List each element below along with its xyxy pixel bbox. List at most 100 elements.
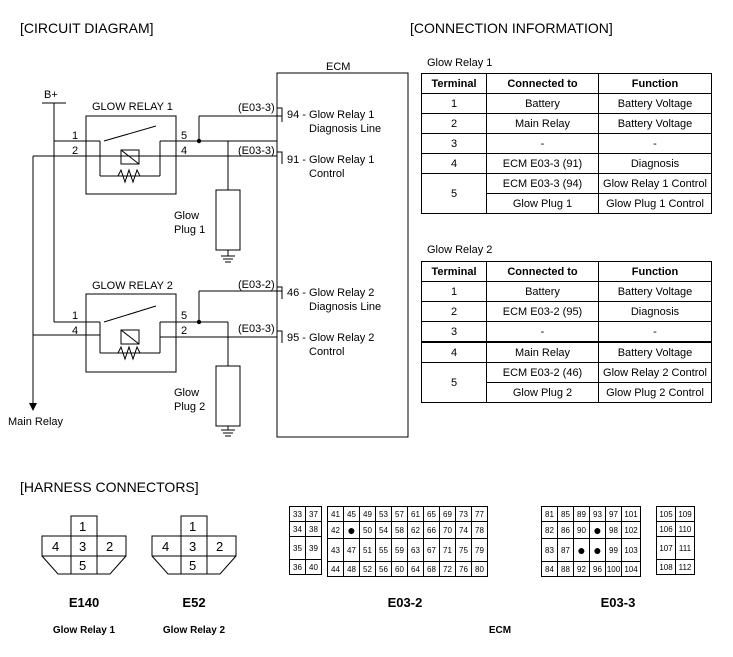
table-cell: Glow Plug 1 (486, 193, 599, 214)
pin-cell: 82 (541, 521, 558, 539)
pin-cell: 109 (675, 506, 695, 522)
pin-cell: 67 (423, 538, 440, 562)
glow-relay-1-label: GLOW RELAY 1 (92, 101, 173, 113)
e03-2-name: E03-2 (387, 595, 423, 610)
pin-cell: 43 (327, 538, 344, 562)
pin-cell-filled: ● (589, 521, 606, 539)
table-cell: Glow Plug 2 Control (598, 382, 712, 403)
main-relay-label: Main Relay (8, 416, 64, 428)
pin-cell: 112 (675, 559, 695, 575)
connector-ref-label: (E03-3) (238, 145, 275, 157)
table-cell: ECM E03-3 (91) (486, 153, 599, 174)
pin-cell: 47 (343, 538, 360, 562)
pin-cell: 104 (621, 561, 641, 577)
e140-pin: 3 (79, 539, 87, 554)
table-cell: ECM E03-3 (94) (486, 173, 599, 194)
ecm-label: ECM (326, 61, 351, 73)
pin-cell: 37 (305, 506, 322, 522)
pin-cell: 59 (391, 538, 408, 562)
table-cell: Battery (486, 281, 599, 302)
table-header: Function (598, 261, 712, 282)
pin-cell: 77 (471, 506, 488, 522)
pin-cell: 60 (391, 561, 408, 577)
e140-pin: 2 (106, 539, 114, 554)
pin-cell: 55 (375, 538, 392, 562)
pin-cell: 79 (471, 538, 488, 562)
circuit-diagram (29, 72, 409, 438)
table-cell: 1 (421, 93, 487, 114)
pin-cell: 102 (621, 521, 641, 539)
pin-cell: 110 (675, 521, 695, 537)
table-cell: Battery Voltage (598, 341, 712, 363)
pin-cell-filled: ● (573, 538, 590, 562)
table2-title: Glow Relay 2 (427, 244, 493, 256)
relay2-pin-label: 2 (181, 325, 188, 337)
table-cell: Glow Plug 1 Control (598, 193, 712, 214)
pin-cell: 41 (327, 506, 344, 522)
e140-pin: 4 (52, 539, 60, 554)
pin-cell: 70 (439, 521, 456, 539)
e140-pin: 1 (79, 519, 87, 534)
table-cell: Glow Plug 2 (486, 382, 599, 403)
e52-pin: 5 (189, 558, 197, 573)
pin-cell: 89 (573, 506, 590, 522)
pin-cell: 80 (471, 561, 488, 577)
e52-pin: 1 (189, 519, 197, 534)
table-cell: Battery Voltage (598, 281, 712, 302)
table-cell: 5 (421, 362, 487, 403)
e52-pin: 3 (189, 539, 197, 554)
table-cell: Main Relay (486, 341, 599, 363)
table-cell: 3 (421, 321, 487, 343)
pin-cell: 33 (289, 506, 306, 522)
pin-cell: 65 (423, 506, 440, 522)
table-header: Terminal (421, 73, 487, 94)
e52-name: E52 (182, 595, 206, 610)
harness-connectors-heading: [HARNESS CONNECTORS] (20, 479, 199, 495)
pin-cell: 36 (289, 559, 306, 575)
table-cell: ECM E03-2 (95) (486, 301, 599, 322)
pin-cell: 75 (455, 538, 472, 562)
table-cell: 1 (421, 281, 487, 302)
circuit-diagram-heading: [CIRCUIT DIAGRAM] (20, 20, 154, 36)
table-cell: Diagnosis (598, 153, 712, 174)
pin-cell: 96 (589, 561, 606, 577)
table-header: Terminal (421, 261, 487, 282)
table-cell: 2 (421, 113, 487, 134)
pin-cell: 71 (439, 538, 456, 562)
pin-cell: 92 (573, 561, 590, 577)
table-cell: Glow Relay 2 Control (598, 362, 712, 383)
table-cell: - (598, 321, 712, 343)
pin-cell: 97 (605, 506, 622, 522)
pin-cell: 86 (557, 521, 574, 539)
pin-cell: 93 (589, 506, 606, 522)
table-header: Connected to (486, 261, 599, 282)
pin-cell: 98 (605, 521, 622, 539)
table-cell: - (486, 321, 599, 343)
pin-cell: 90 (573, 521, 590, 539)
e52-pin: 2 (216, 539, 224, 554)
table1-title: Glow Relay 1 (427, 57, 493, 69)
table-cell: ECM E03-2 (46) (486, 362, 599, 383)
e03-3-name: E03-3 (600, 595, 636, 610)
e52-connector-shape (151, 515, 237, 575)
connector-ref-label: (E03-3) (238, 102, 275, 114)
pin-cell: 107 (656, 536, 676, 560)
table-row: 3-- (421, 321, 712, 343)
e52-pin: 4 (162, 539, 170, 554)
connection-info-heading: [CONNECTION INFORMATION] (410, 20, 613, 36)
pin-cell: 66 (423, 521, 440, 539)
pin-cell: 53 (375, 506, 392, 522)
e140-desc: Glow Relay 1 (52, 625, 116, 636)
pin-cell: 103 (621, 538, 641, 562)
